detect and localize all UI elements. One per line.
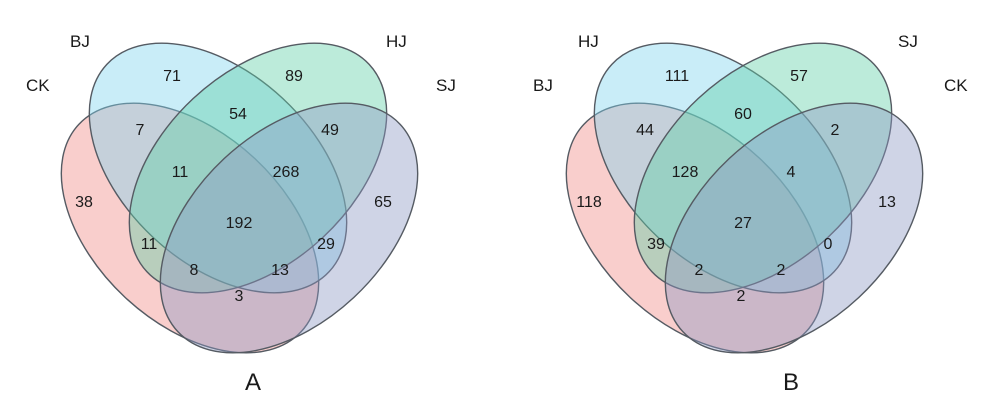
ellipse-a-set4 [159,102,419,354]
region-count-b-set1-set2-set4: 2 [777,262,786,279]
region-count-a-set1-set2-set4: 13 [271,262,289,279]
region-count-b-set4-only: 13 [878,194,896,211]
region-count-b-set3-set4: 2 [831,122,840,139]
set-label-a-3: HJ [386,32,407,51]
region-count-a-set1-set2: 7 [136,122,145,139]
panel-label-b: B [783,369,799,396]
region-count-b-set1-set3-set4: 2 [695,262,704,279]
set-label-a-4: SJ [436,76,456,95]
ellipse-a-set2 [88,42,348,294]
set-label-a-2: BJ [70,32,90,51]
region-count-b-set2-set3: 60 [734,106,752,123]
region-count-a-set4-only: 65 [374,194,392,211]
region-count-a-set3-only: 89 [285,68,303,85]
set-label-a-1: CK [26,76,50,95]
region-count-a-set2-set3: 54 [229,106,247,123]
venn-panel-b: BJ HJ SJ CK 111 57 60 44 2 128 4 118 13 … [533,32,968,396]
region-count-b-set2-only: 111 [665,68,689,85]
region-count-a-set1-set4: 3 [235,288,244,305]
set-label-b-3: SJ [898,32,918,51]
venn-panel-a: CK BJ HJ SJ 71 89 54 7 49 11 268 38 65 1… [26,32,456,396]
set-label-b-2: HJ [578,32,599,51]
region-count-a-set2-set4: 29 [317,236,335,253]
region-count-b-set1-set2: 44 [636,122,654,139]
region-count-a-set2-only: 71 [163,68,181,85]
region-count-b-all-four: 27 [734,215,752,232]
region-count-b-set1-set3: 39 [647,236,665,253]
ellipse-b-set2 [593,42,853,294]
region-count-b-set2-set3-set4: 4 [787,164,796,181]
region-count-b-set1-set4: 2 [737,288,746,305]
region-count-b-set1-only: 118 [576,194,602,211]
region-count-a-set1-set2-set3: 11 [172,164,189,181]
set-label-b-4: CK [944,76,968,95]
region-count-b-set3-only: 57 [790,68,808,85]
region-count-a-set3-set4: 49 [321,122,339,139]
set-label-b-1: BJ [533,76,553,95]
region-count-a-all-four: 192 [226,215,253,232]
region-count-b-set1-set2-set3: 128 [672,164,699,181]
region-count-a-set1-set3-set4: 8 [190,262,199,279]
ellipse-b-set4 [664,102,924,354]
region-count-b-set2-set4: 0 [824,236,833,253]
region-count-a-set1-set3: 11 [141,236,158,253]
panel-label-a: A [245,369,261,396]
region-count-a-set1-only: 38 [75,194,93,211]
region-count-a-set2-set3-set4: 268 [273,164,300,181]
